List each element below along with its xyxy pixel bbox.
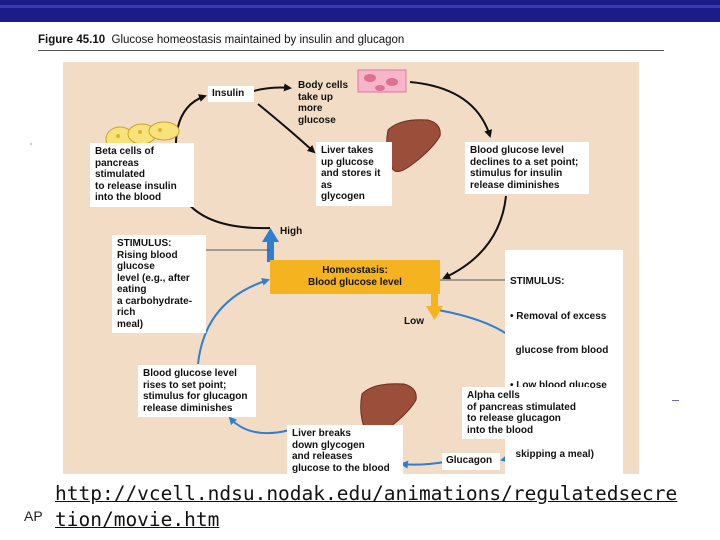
glucagon-label: Glucagon: [442, 453, 500, 470]
homeostasis-line: Blood glucose level: [308, 277, 402, 288]
beta-cells-box: Beta cells of pancreas stimulated to rel…: [90, 143, 194, 207]
stray-dot: [30, 143, 32, 145]
glucagon-text: Glucagon: [446, 455, 493, 466]
top-title-bar: [0, 0, 720, 22]
homeostasis-line: Homeostasis:: [322, 265, 388, 276]
stimulus-low-line: glucose from blood: [510, 345, 609, 356]
liver-takes-box: Liver takes up glucose and stores it as …: [316, 142, 392, 206]
animation-link[interactable]: http://vcell.ndsu.nodak.edu/animations/r…: [55, 481, 679, 540]
high-label: High: [280, 226, 303, 237]
homeostasis-box: Homeostasis: Blood glucose level: [270, 260, 440, 294]
liver-icon-top: [386, 119, 441, 172]
liver-breaks-line: Liver breaks: [292, 428, 351, 439]
liver-breaks-box: Liver breaks down glycogen and releases …: [287, 425, 403, 477]
body-cells-box: Body cells take up more glucose: [293, 77, 365, 129]
beta-cells-line: to release insulin: [95, 180, 177, 192]
liver-takes-line: and stores it as: [321, 168, 381, 191]
insulin-label: Insulin: [208, 86, 254, 102]
arrow-insulin-to-liver: [257, 103, 316, 154]
glucose-declines-line: Blood glucose level: [470, 145, 564, 156]
alpha-cells-line: Alpha cells: [467, 390, 520, 401]
liver-breaks-line: glucose to the blood: [292, 462, 390, 474]
high-arrow-shaft: [267, 240, 274, 262]
link-line-1[interactable]: http://vcell.ndsu.nodak.edu/animations/r…: [55, 482, 678, 505]
body-cells-line: glucose: [298, 114, 336, 126]
stimulus-high-line: STIMULUS:: [117, 238, 172, 249]
liver-takes-line: glycogen: [321, 191, 365, 202]
liver-takes-line: up glucose: [321, 156, 374, 168]
glucose-declines-line: declines to a set point;: [470, 156, 579, 168]
glucose-declines-line: release diminishes: [470, 179, 560, 191]
low-label: Low: [404, 316, 424, 327]
figure-title: Figure 45.10 Glucose homeostasis maintai…: [38, 34, 404, 46]
glucose-rises-line: release diminishes: [143, 402, 233, 414]
low-arrow-shaft: [431, 292, 438, 308]
arrow-decline-to-homeostasis: [442, 195, 507, 280]
alpha-cells-line: of pancreas stimulated: [467, 401, 576, 413]
insulin-text: Insulin: [212, 88, 245, 99]
stimulus-low-line: • Removal of excess: [510, 310, 607, 322]
body-cells-icon: [357, 69, 407, 93]
arrow-body-cells-to-decline: [409, 81, 493, 138]
stimulus-high-line: meal): [117, 318, 144, 330]
link-line-2[interactable]: tion/movie.htm: [55, 508, 220, 531]
stimulus-low-line: • Low blood glucose: [510, 379, 607, 391]
stimulus-low-line: STIMULUS:: [510, 276, 565, 287]
body-cells-line: take up more: [298, 91, 334, 115]
stimulus-high-line: level (e.g., after eating: [117, 272, 190, 296]
figure-number: Figure 45.10: [38, 34, 106, 46]
figure-caption: Glucose homeostasis maintained by insuli…: [111, 34, 405, 46]
ap-footer-label: AP: [24, 508, 43, 524]
stimulus-low-box: STIMULUS: • Removal of excess glucose fr…: [505, 250, 623, 475]
beta-cells-line: pancreas stimulated: [95, 157, 146, 181]
glucose-rises-box: Blood glucose level rises to set point; …: [138, 365, 256, 417]
arrow-glucagon-to-liver: [400, 460, 446, 469]
side-dash: [672, 400, 679, 401]
figure-rule: [38, 50, 664, 51]
glucose-rises-line: Blood glucose level: [143, 368, 237, 379]
alpha-cells-box: Alpha cells of pancreas stimulated to re…: [462, 387, 590, 439]
high-arrow-head: [262, 228, 279, 242]
beta-cells-line: into the blood: [95, 192, 162, 203]
stimulus-high-line: Rising blood glucose: [117, 249, 178, 273]
liver-takes-line: Liver takes: [321, 145, 374, 156]
glucose-rises-line: stimulus for glucagon: [143, 391, 248, 402]
glucose-declines-line: stimulus for insulin: [470, 168, 563, 179]
alpha-cells-line: to release glucagon: [467, 413, 561, 424]
arrow-insulin-to-body-cells: [249, 83, 292, 93]
glucose-rises-line: rises to set point;: [143, 379, 227, 391]
top-bar-stripe: [0, 5, 720, 8]
alpha-cells-line: into the blood: [467, 424, 534, 436]
glucose-declines-box: Blood glucose level declines to a set po…: [465, 142, 589, 194]
low-arrow-head: [426, 306, 443, 320]
liver-breaks-line: and releases: [292, 451, 353, 462]
body-cells-line: Body cells: [298, 80, 349, 91]
arrow-rises-to-homeostasis: [197, 278, 270, 365]
stimulus-high-box: STIMULUS: Rising blood glucose level (e.…: [112, 235, 206, 333]
stimulus-high-line: a carbohydrate-rich: [117, 295, 193, 319]
arrow-liver-to-rises: [228, 416, 291, 435]
liver-breaks-line: down glycogen: [292, 439, 365, 451]
stimulus-low-line: skipping a meal): [510, 448, 594, 460]
beta-cells-line: Beta cells of: [95, 146, 154, 157]
